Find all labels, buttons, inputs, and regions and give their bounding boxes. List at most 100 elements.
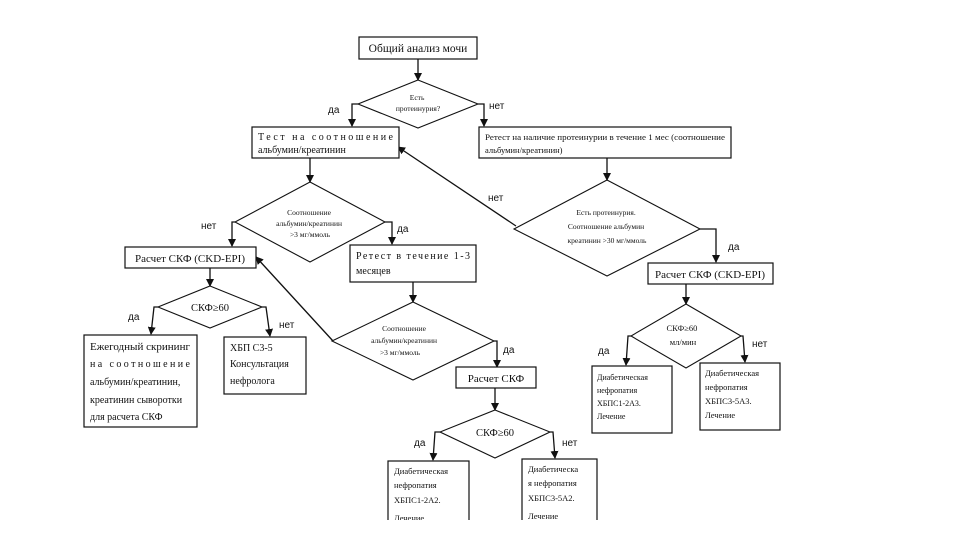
svg-text:Диабетическая нефропатия: Диабетическая нефропатия ХБПС3-5А3. Лече… (705, 368, 761, 420)
node-diabetic-bottom-1-line-2: нефропатия (394, 480, 437, 490)
node-retest-1-3-line-2: месяцев (356, 266, 391, 277)
decision-ratio-3-line-1: Соотношение (287, 208, 332, 217)
node-start: Общий анализ мочи (358, 36, 478, 60)
node-retest-1-3-line-1: Ретест в течение 1-3 (356, 251, 470, 262)
decision-ratio-3-line-3: >3 мг/ммоль (290, 230, 331, 239)
node-gfr-left-text: Расчет СКФ (CKD-EPI) (135, 253, 245, 265)
edge-ratio-b-yes (493, 340, 501, 368)
svg-text:Тест на соотношение альб: Тест на соотношение альбумин/креатинин (258, 132, 398, 156)
node-diabetic-bottom-2: Диабетическа я нефропатия ХБПС3-5А2. Леч… (521, 458, 598, 521)
node-test-ratio: Тест на соотношение альбумин/креатинин (251, 126, 400, 159)
node-gfr-right-text: Расчет СКФ (CKD-EPI) (655, 269, 765, 281)
node-diabetic-bottom-2-line-2: я нефропатия (528, 478, 577, 488)
node-diabetic-bottom-1-line-4: Лечение (394, 513, 424, 523)
svg-text:Есть протеинурия. Соотно: Есть протеинурия. Соотношение альбумин к… (568, 208, 648, 245)
label-yes-5: да (503, 345, 515, 356)
edge-d60left-no (262, 306, 274, 337)
node-retest-month-line-1: Ретест на наличие протеинурии в течение … (485, 132, 725, 142)
node-annual-screening-line-3: альбумин/креатинин, (90, 377, 180, 388)
decision-ratio-3: Соотношение альбумин/креатинин >3 мг/ммо… (233, 181, 387, 263)
svg-text:Диабетическая нефропатия: Диабетическая нефропатия ХБПС1-2А3. Лече… (597, 373, 650, 421)
decision-proteinuria-line-1: Есть (410, 93, 425, 102)
decision-ratio-3-b-line-3: >3 мг/ммоль (380, 348, 421, 357)
svg-text:Диабетическа я нефропа: Диабетическа я нефропатия ХБПС3-5А2. Леч… (528, 464, 580, 521)
label-yes-4: да (128, 312, 140, 323)
decision-proteinuria-30-line-2: Соотношение альбумин (568, 222, 644, 231)
label-no-3: нет (488, 193, 504, 204)
node-ckd-3-5-line-2: Консультация (230, 359, 289, 370)
svg-text:Соотношение альбумин/кре: Соотношение альбумин/креатинин >3 мг/ммо… (276, 208, 344, 239)
svg-text:Есть протеинурия?: Есть протеинурия? (396, 93, 441, 113)
edge-prot30-no-back (397, 146, 517, 227)
node-ckd-3-5-line-3: нефролога (230, 376, 275, 387)
edge-d60mid-yes (429, 431, 440, 461)
edge-ratio-b-no-back (255, 256, 334, 342)
label-no-6: нет (562, 438, 578, 449)
label-yes-2: да (397, 224, 409, 235)
node-gfr-left: Расчет СКФ (CKD-EPI) (124, 246, 257, 269)
node-gfr-mid-text: Расчет СКФ (468, 373, 525, 385)
edge-d60mid-no (550, 431, 559, 459)
label-no-4: нет (279, 320, 295, 331)
node-annual-screening: Ежегодный скрининг на соотношение альбум… (83, 334, 198, 428)
decision-proteinuria-30-line-1: Есть протеинурия. (576, 208, 635, 217)
decision-proteinuria-line-2: протеинурия? (396, 104, 441, 113)
svg-text:Ретест на наличие протеинурии: Ретест на наличие протеинурии в течение … (485, 132, 727, 155)
node-diabetic-right-1-line-4: Лечение (597, 412, 626, 421)
node-ckd-3-5: ХБП С3-5 Консультация нефролога (223, 336, 307, 395)
node-diabetic-right-2-line-4: Лечение (705, 410, 735, 420)
edge-labels: да нет нет да нет да да нет да да нет да… (128, 101, 768, 449)
svg-text:СКФ≥60 мл/мин: СКФ≥60 мл/мин (667, 323, 700, 347)
node-ckd-3-5-line-1: ХБП С3-5 (230, 343, 273, 354)
decision-proteinuria-30-line-3: креатинин >30 мг/ммоль (568, 236, 648, 245)
decision-ratio-3-b-line-1: Соотношение (382, 324, 427, 333)
node-annual-screening-line-2: на соотношение (90, 359, 191, 370)
label-no-5: нет (752, 339, 768, 350)
label-yes-3: да (728, 242, 740, 253)
node-test-ratio-line-1: Тест на соотношение (258, 132, 394, 143)
node-retest-month: Ретест на наличие протеинурии в течение … (478, 126, 732, 159)
edge-prot30-yes (700, 228, 720, 263)
svg-text:Диабетическая нефропат: Диабетическая нефропатия ХБПС1-2А2. Лече… (394, 466, 450, 523)
decision-gfr60-right-line-2: мл/мин (670, 337, 697, 347)
node-diabetic-right-1-line-3: ХБПС1-2А3. (597, 399, 641, 408)
node-diabetic-right-2-line-3: ХБПС3-5А3. (705, 396, 752, 406)
decision-proteinuria: Есть протеинурия? (356, 79, 480, 129)
decision-gfr60-left-text: СКФ≥60 (191, 303, 229, 314)
edge-d60right-no (740, 335, 749, 363)
node-diabetic-right-2-line-2: нефропатия (705, 382, 748, 392)
edge-ratio-no (228, 221, 236, 247)
node-diabetic-right-1-line-2: нефропатия (597, 386, 638, 395)
svg-text:ХБП С3-5 Консультация: ХБП С3-5 Консультация нефролога (230, 343, 291, 387)
decision-ratio-3-b: Соотношение альбумин/креатинин >3 мг/ммо… (330, 301, 496, 381)
node-gfr-mid: Расчет СКФ (455, 366, 537, 389)
edge-d60right-yes (622, 335, 631, 366)
edge-d60left-yes (147, 306, 158, 335)
bottom-boxes: Диабетическая нефропатия ХБПС1-2А2. Лече… (387, 458, 598, 523)
decision-proteinuria-30: Есть протеинурия. Соотношение альбумин к… (512, 179, 702, 277)
node-diabetic-bottom-2-line-1: Диабетическа (528, 464, 578, 474)
node-diabetic-right-2-line-1: Диабетическая (705, 368, 759, 378)
node-diabetic-bottom-1-line-1: Диабетическая (394, 466, 448, 476)
label-yes-1: да (328, 105, 340, 116)
decision-ratio-3-b-line-2: альбумин/креатинин (371, 336, 437, 345)
node-diabetic-bottom-2-line-4: Лечение (528, 511, 558, 521)
decision-gfr60-mid-text: СКФ≥60 (476, 428, 514, 439)
label-yes-6: да (598, 346, 610, 357)
node-gfr-right: Расчет СКФ (CKD-EPI) (647, 262, 774, 285)
edge-ratio-yes (385, 221, 396, 245)
node-diabetic-bottom-1: Диабетическая нефропатия ХБПС1-2А2. Лече… (387, 460, 470, 523)
node-diabetic-right-1: Диабетическая нефропатия ХБПС1-2А3. Лече… (591, 365, 673, 434)
decision-ratio-3-line-2: альбумин/креатинин (276, 219, 342, 228)
node-diabetic-right-2: Диабетическая нефропатия ХБПС3-5А3. Лече… (699, 362, 781, 431)
node-retest-month-line-2: альбумин/креатинин) (485, 145, 563, 155)
decision-gfr60-right: СКФ≥60 мл/мин (629, 303, 743, 369)
label-no-1: нет (489, 101, 505, 112)
node-annual-screening-line-5: для расчета СКФ (90, 412, 163, 423)
label-no-2: нет (201, 221, 217, 232)
label-yes-7: да (414, 438, 426, 449)
node-diabetic-right-1-line-1: Диабетическая (597, 373, 648, 382)
decision-gfr60-mid: СКФ≥60 (438, 409, 552, 459)
